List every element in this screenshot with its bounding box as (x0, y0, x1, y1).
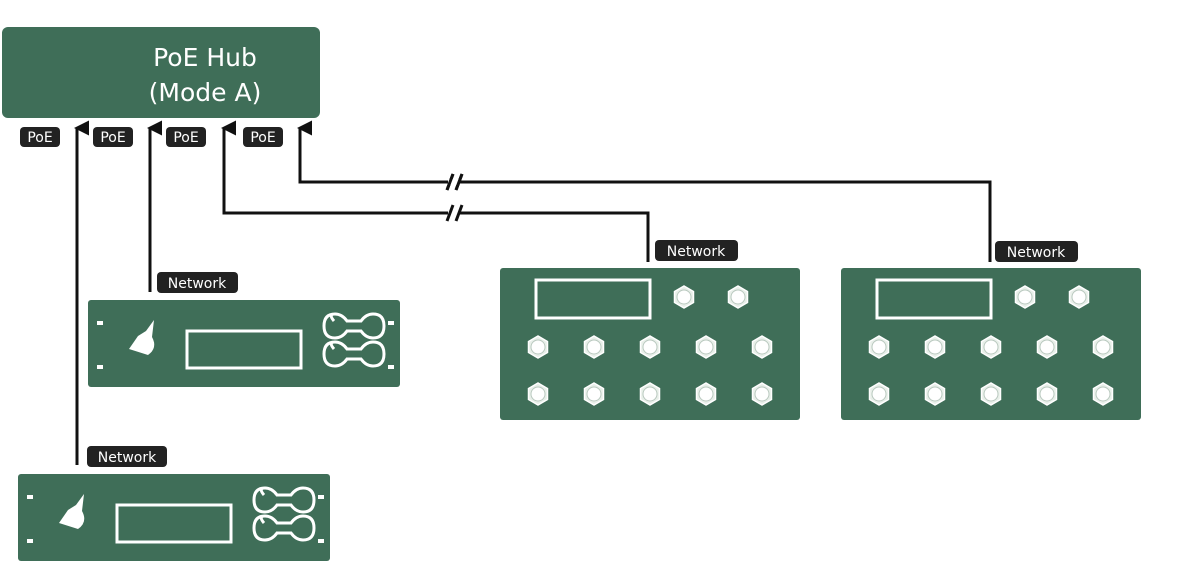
connector-icon (322, 312, 386, 340)
rack-ear-icon (318, 495, 324, 499)
pedalboard-device (841, 268, 1141, 420)
poe-hub: PoE Hub (Mode A) (2, 27, 320, 118)
cable-break-icon (445, 173, 464, 191)
rack-ear-icon (27, 495, 33, 499)
knob-icon (59, 494, 85, 529)
network-tag: Network (157, 272, 238, 293)
rack-unit-device (18, 474, 330, 561)
svg-text:Network: Network (98, 450, 157, 466)
network-tag: Network (87, 446, 167, 467)
network-tag: Network (995, 241, 1078, 262)
display-icon (185, 329, 303, 370)
pedalboard-device (500, 268, 800, 420)
connector-icon (252, 514, 316, 542)
display-icon (534, 278, 652, 320)
rack-ear-icon (388, 321, 394, 325)
rack-unit-device (88, 300, 400, 387)
rack-ear-icon (27, 539, 33, 543)
rack-ear-icon (318, 539, 324, 543)
svg-text:PoE: PoE (250, 130, 275, 146)
display-icon (115, 503, 233, 544)
network-cable (297, 120, 992, 262)
poe-port-tag: PoE (166, 127, 206, 147)
svg-text:PoE: PoE (100, 130, 125, 146)
rack-ear-icon (97, 321, 103, 325)
connector-icon (252, 486, 316, 514)
svg-text:PoE: PoE (173, 130, 198, 146)
svg-text:Network: Network (168, 276, 227, 292)
connector-icon (322, 340, 386, 368)
svg-text:Network: Network (1007, 245, 1066, 261)
poe-port-tag: PoE (20, 127, 60, 147)
cable-break-icon (445, 204, 464, 222)
rack-ear-icon (97, 365, 103, 369)
rack-ear-icon (388, 365, 394, 369)
display-icon (875, 278, 993, 320)
hub-title: PoE Hub (153, 43, 257, 72)
svg-text:Network: Network (667, 244, 726, 260)
poe-port-tag: PoE (93, 127, 133, 147)
hub-mode: (Mode A) (149, 78, 262, 107)
svg-text:PoE: PoE (27, 130, 52, 146)
network-tag: Network (655, 240, 738, 261)
knob-icon (129, 320, 155, 355)
poe-port-tag: PoE (243, 127, 283, 147)
network-cable (221, 120, 650, 262)
